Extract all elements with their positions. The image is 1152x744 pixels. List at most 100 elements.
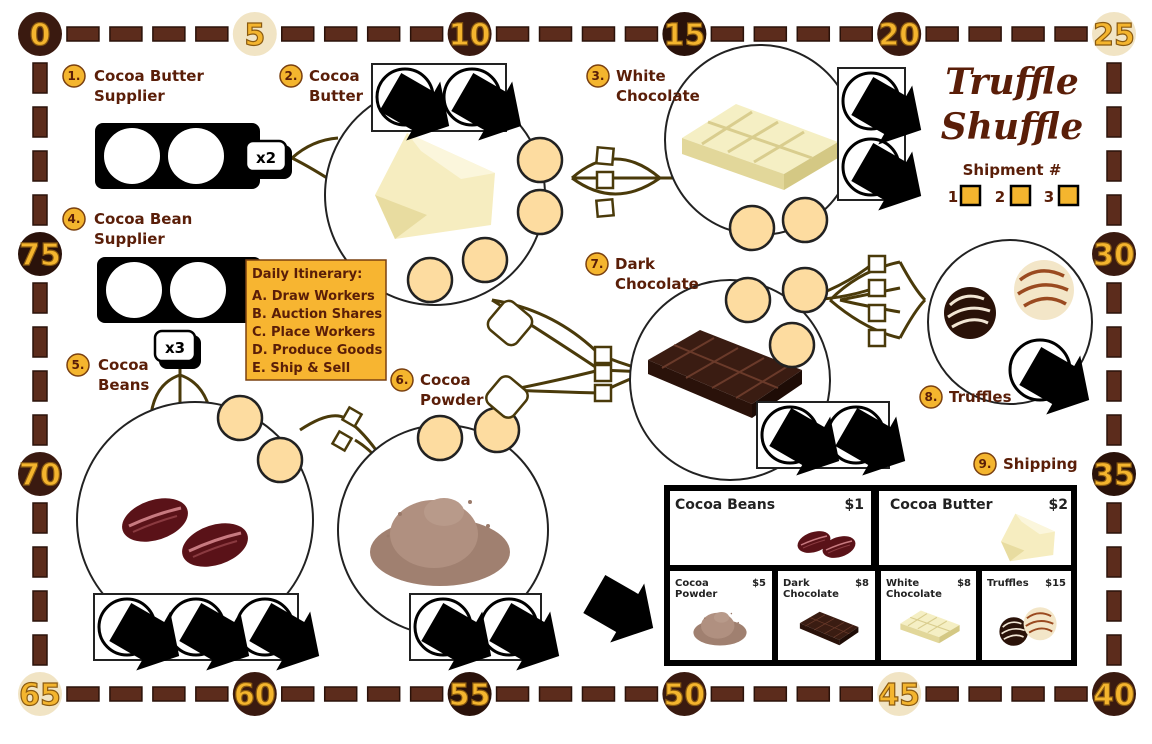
cocoa-bean-supplier-box[interactable]	[97, 257, 262, 323]
track-space[interactable]	[32, 106, 48, 138]
track-space[interactable]	[581, 686, 616, 702]
track-space[interactable]	[538, 686, 573, 702]
track-space[interactable]	[32, 590, 48, 622]
track-space[interactable]	[968, 686, 1002, 702]
svg-text:Cocoa Butter: Cocoa Butter	[890, 497, 993, 513]
track-space[interactable]	[925, 686, 959, 702]
track-space[interactable]	[1106, 150, 1122, 182]
svg-text:5: 5	[244, 18, 265, 53]
track-space[interactable]	[1011, 686, 1045, 702]
output-box-cocoa-powder[interactable]	[409, 592, 577, 686]
track-space[interactable]	[968, 26, 1002, 42]
svg-text:55: 55	[449, 678, 491, 713]
track-space[interactable]	[624, 26, 659, 42]
track-space[interactable]	[1106, 634, 1122, 666]
shipment-tracker[interactable]: 1 2 3	[948, 184, 1080, 207]
track-space[interactable]	[32, 150, 48, 182]
track-number-70[interactable]: 70	[18, 452, 62, 496]
track-space[interactable]	[495, 26, 530, 42]
price-cocoa-butter: Cocoa Butter $2	[890, 497, 1068, 562]
track-number-55[interactable]: 55	[447, 672, 492, 716]
track-space[interactable]	[839, 686, 873, 702]
output-box-cocoa-beans[interactable]	[93, 592, 337, 686]
track-space[interactable]	[109, 26, 143, 42]
track-space[interactable]	[1011, 26, 1045, 42]
track-number-50[interactable]: 50	[662, 672, 707, 716]
track-space[interactable]	[109, 686, 143, 702]
output-box-cocoa-butter[interactable]	[371, 62, 539, 156]
track-space[interactable]	[195, 26, 229, 42]
track-space[interactable]	[32, 62, 48, 94]
track-number-40[interactable]: 40	[1092, 672, 1136, 716]
track-space[interactable]	[323, 26, 358, 42]
svg-text:Chocolate: Chocolate	[615, 275, 699, 293]
track-space[interactable]	[925, 26, 959, 42]
track-space[interactable]	[538, 26, 573, 42]
track-space[interactable]	[753, 26, 788, 42]
track-space[interactable]	[1106, 590, 1122, 622]
track-space[interactable]	[32, 634, 48, 666]
track-space[interactable]	[323, 686, 358, 702]
track-number-25[interactable]: 25	[1092, 12, 1136, 56]
track-space[interactable]	[1106, 194, 1122, 226]
track-space[interactable]	[152, 26, 186, 42]
station-label-cocoa-bean-supplier: 4. Cocoa Bean Supplier	[62, 207, 192, 248]
output-box-white-chocolate[interactable]	[837, 66, 939, 226]
track-space[interactable]	[710, 686, 745, 702]
track-space[interactable]	[281, 26, 315, 42]
track-space[interactable]	[495, 686, 530, 702]
track-space[interactable]	[1106, 502, 1122, 534]
track-number-65[interactable]: 65	[18, 672, 62, 716]
track-number-15[interactable]: 15	[662, 12, 707, 56]
output-box-dark-chocolate[interactable]	[756, 397, 923, 491]
track-space[interactable]	[32, 326, 48, 358]
track-space[interactable]	[710, 26, 745, 42]
track-space[interactable]	[839, 26, 873, 42]
track-space[interactable]	[581, 26, 616, 42]
track-space[interactable]	[1054, 26, 1088, 42]
track-space[interactable]	[281, 686, 315, 702]
worker-slots[interactable]	[216, 136, 829, 484]
track-number-0[interactable]: 0	[18, 12, 62, 56]
track-space[interactable]	[409, 686, 444, 702]
track-space[interactable]	[1054, 686, 1088, 702]
track-number-35[interactable]: 35	[1092, 452, 1136, 496]
track-number-45[interactable]: 45	[877, 672, 922, 716]
track-space[interactable]	[32, 414, 48, 446]
track-space[interactable]	[1106, 546, 1122, 578]
track-space[interactable]	[195, 686, 229, 702]
track-space[interactable]	[1106, 414, 1122, 446]
track-number-60[interactable]: 60	[232, 672, 277, 716]
track-space[interactable]	[32, 282, 48, 314]
track-space[interactable]	[32, 370, 48, 402]
track-number-10[interactable]: 10	[447, 12, 492, 56]
track-space[interactable]	[1106, 370, 1122, 402]
svg-text:Powder: Powder	[675, 589, 717, 600]
track-space[interactable]	[796, 26, 831, 42]
track-space[interactable]	[32, 546, 48, 578]
svg-text:Dark: Dark	[783, 578, 810, 589]
track-space[interactable]	[624, 686, 659, 702]
track-space[interactable]	[796, 686, 831, 702]
track-number-5[interactable]: 5	[232, 12, 277, 56]
station-label-cocoa-butter: 2. Cocoa Butter	[279, 64, 364, 105]
track-space[interactable]	[152, 686, 186, 702]
track-number-30[interactable]: 30	[1092, 232, 1136, 276]
track-number-75[interactable]: 75	[18, 232, 62, 276]
track-space[interactable]	[366, 686, 401, 702]
track-space[interactable]	[753, 686, 788, 702]
track-space[interactable]	[409, 26, 444, 42]
track-space[interactable]	[32, 502, 48, 534]
track-space[interactable]	[32, 194, 48, 226]
track-space[interactable]	[1106, 326, 1122, 358]
track-space[interactable]	[66, 26, 100, 42]
track-space[interactable]	[1106, 106, 1122, 138]
track-space[interactable]	[66, 686, 100, 702]
output-truffles[interactable]	[1008, 336, 1107, 430]
track-number-20[interactable]: 20	[877, 12, 922, 56]
cocoa-butter-supplier-box[interactable]	[95, 123, 260, 189]
station-labels: 1. Cocoa Butter Supplier 2. Cocoa Butter…	[62, 64, 1078, 476]
track-space[interactable]	[1106, 62, 1122, 94]
track-space[interactable]	[1106, 282, 1122, 314]
track-space[interactable]	[366, 26, 401, 42]
